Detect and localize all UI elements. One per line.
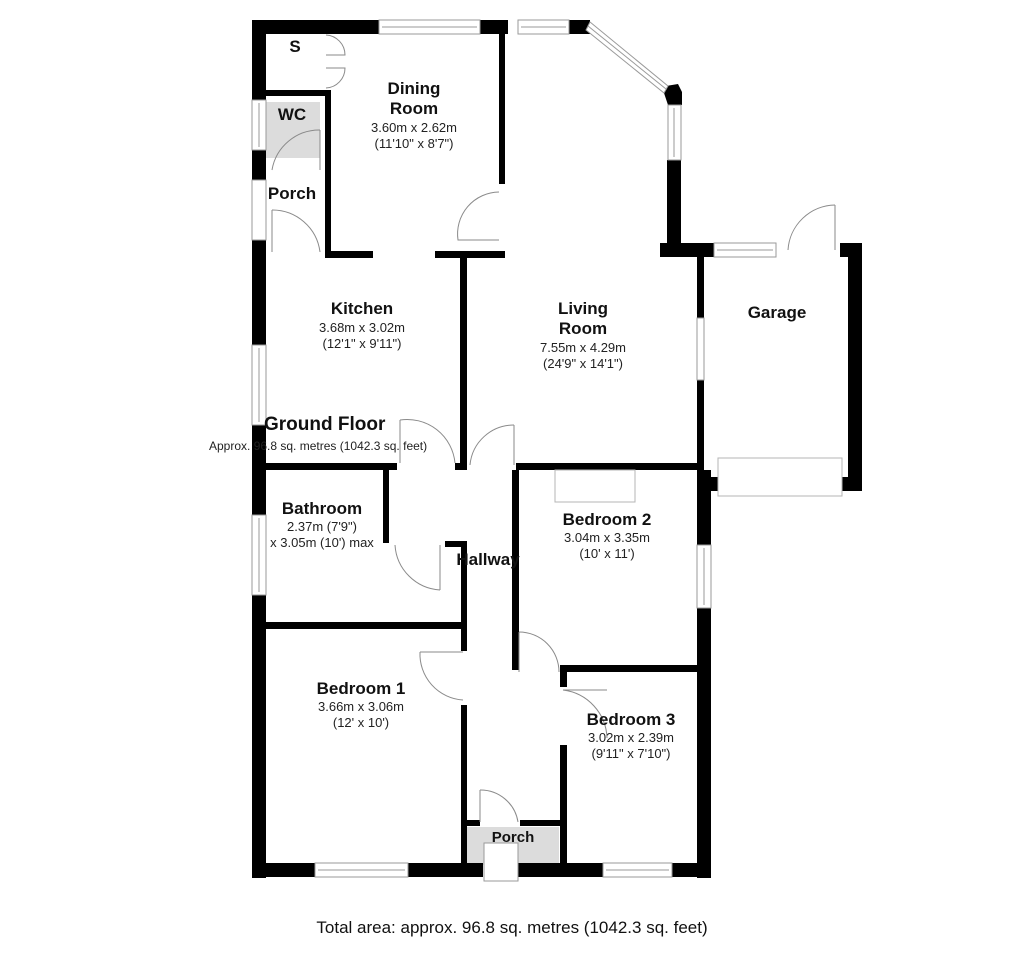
kitchen-label: Kitchen [331, 299, 393, 318]
windows [251, 19, 777, 878]
dining-room-label-1: Dining [388, 79, 441, 98]
living-room-label-2: Room [559, 319, 607, 338]
front-porch-label: Porch [492, 829, 535, 846]
bathroom-dim-1: 2.37m (7'9") [287, 519, 357, 534]
bedroom2-wardrobe [554, 469, 636, 503]
total-area: Total area: approx. 96.8 sq. metres (104… [316, 918, 708, 937]
bedroom1-label: Bedroom 1 [317, 679, 406, 698]
bedroom2-metric: 3.04m x 3.35m [564, 530, 650, 545]
living-room-metric: 7.55m x 4.29m [540, 340, 626, 355]
hallway-label: Hallway [456, 550, 520, 569]
dining-room-metric: 3.60m x 2.62m [371, 120, 457, 135]
floor-subtitle: Approx. 96.8 sq. metres (1042.3 sq. feet… [209, 439, 427, 453]
store-label: S [289, 37, 300, 56]
bathroom-label: Bathroom [282, 499, 362, 518]
bathroom-dim-2: x 3.05m (10') max [270, 535, 374, 550]
kitchen-imperial: (12'1" x 9'11") [323, 336, 402, 351]
living-room-imperial: (24'9" x 14'1") [543, 356, 623, 371]
garage-label: Garage [748, 303, 807, 322]
bedroom2-label: Bedroom 2 [563, 510, 652, 529]
walls [252, 20, 862, 878]
dining-room-imperial: (11'10" x 8'7") [375, 136, 454, 151]
dining-room-label-2: Room [390, 99, 438, 118]
bedroom1-metric: 3.66m x 3.06m [318, 699, 404, 714]
doors [271, 34, 836, 882]
bedroom3-imperial: (9'11" x 7'10") [592, 746, 671, 761]
bedroom2-imperial: (10' x 11') [579, 546, 634, 561]
bedroom1-imperial: (12' x 10') [333, 715, 389, 730]
living-room-label-1: Living [558, 299, 608, 318]
kitchen-metric: 3.68m x 3.02m [319, 320, 405, 335]
bedroom3-label: Bedroom 3 [587, 710, 676, 729]
garage-door-panel [717, 457, 843, 497]
wc-label: WC [278, 105, 306, 124]
room-labels: S WC Porch Dining Room 3.60m x 2.62m (11… [209, 37, 806, 846]
wc-floor [264, 102, 320, 158]
floor-title: Ground Floor [264, 414, 386, 435]
bedroom3-metric: 3.02m x 2.39m [588, 730, 674, 745]
rear-porch-label: Porch [268, 184, 316, 203]
